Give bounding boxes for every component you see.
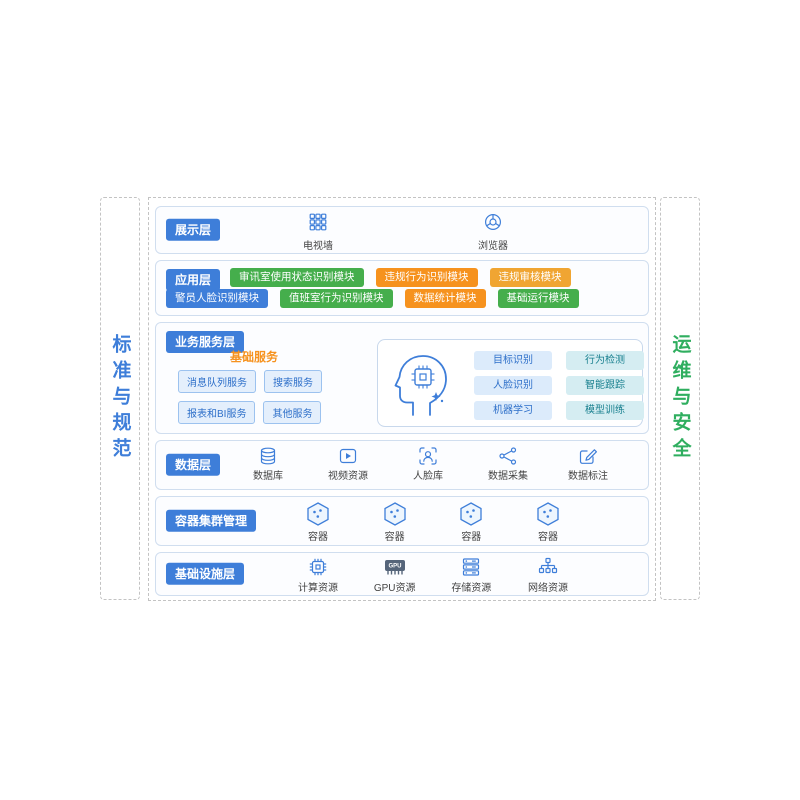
basic-services-grid: 消息队列服务 搜索服务 报表和BI服务 其他服务 — [178, 370, 356, 424]
gpu-icon: GPU — [384, 560, 405, 575]
container-item-label: 容器 — [308, 532, 328, 543]
layer-application: 应用层 审讯室使用状态识别模块 违规行为识别模块 违规审核模块 警员人脸识别模块… — [155, 260, 649, 316]
data-item-label: 人脸库 — [413, 471, 443, 482]
face-library-icon — [419, 447, 437, 465]
container-item: 容器 — [363, 501, 427, 543]
module-chip: 基础运行模块 — [497, 288, 579, 308]
data-collect-icon — [499, 447, 517, 465]
application-modules: 审讯室使用状态识别模块 违规行为识别模块 违规审核模块 警员人脸识别模块 值班室… — [166, 268, 640, 308]
module-chip: 数据统计模块 — [404, 288, 486, 308]
application-row: 警员人脸识别模块 值班室行为识别模块 数据统计模块 基础运行模块 — [166, 288, 640, 308]
pillar-operations-security-label: 运维与安全 — [669, 333, 691, 464]
layer-container-cluster: 容器集群管理 容器 容器 — [155, 496, 649, 546]
module-chip: 违规行为识别模块 — [375, 268, 478, 288]
infrastructure-item: 计算资源 — [286, 556, 350, 594]
browser-icon — [484, 213, 502, 231]
basic-services-title: 基础服务 — [230, 350, 279, 364]
layer-presentation-badge: 展示层 — [166, 218, 221, 242]
data-items: 数据库 视频资源 — [236, 446, 620, 482]
layer-business-services: 业务服务层 基础服务 消息队列服务 搜索服务 报表和BI服务 其他服务 — [155, 322, 649, 434]
layer-container-badge: 容器集群管理 — [166, 509, 257, 533]
video-icon — [339, 448, 357, 464]
storage-icon — [463, 558, 480, 576]
layer-business-badge: 业务服务层 — [166, 331, 245, 354]
svg-text:GPU: GPU — [388, 564, 401, 570]
container-item: 容器 — [439, 501, 503, 543]
data-annotate-icon — [579, 449, 597, 464]
container-item: 容器 — [516, 501, 580, 543]
layer-application-badge: 应用层 — [166, 269, 221, 292]
pillar-standards-label: 标准与规范 — [109, 333, 131, 464]
database-icon — [260, 447, 276, 465]
container-hexagon-icon — [384, 502, 406, 526]
layer-data: 数据层 数据库 — [155, 440, 649, 490]
infrastructure-items: 计算资源 GPU GPU资源 — [286, 556, 580, 594]
ai-chip: 机器学习 — [474, 401, 552, 420]
presentation-item: 电视墙 — [286, 213, 350, 252]
data-item-label: 数据库 — [253, 471, 283, 482]
infrastructure-item: 存储资源 — [439, 556, 503, 594]
presentation-item: 浏览器 — [461, 213, 525, 252]
infrastructure-item-label: 网络资源 — [527, 583, 568, 594]
module-chip: 值班室行为识别模块 — [280, 288, 393, 308]
ai-capabilities-grid: 目标识别 行为检测 人脸识别 智能跟踪 机器学习 模型训练 — [474, 351, 644, 420]
layer-presentation: 展示层 电视墙 — [155, 206, 649, 254]
module-chip: 违规审核模块 — [489, 268, 571, 288]
data-item: 数据标注 — [556, 446, 620, 482]
ai-chip: 人脸识别 — [474, 376, 552, 395]
layer-infrastructure-badge: 基础设施层 — [166, 562, 245, 586]
ai-capabilities-box: 目标识别 行为检测 人脸识别 智能跟踪 机器学习 模型训练 — [377, 339, 644, 427]
application-row: 审讯室使用状态识别模块 违规行为识别模块 违规审核模块 — [230, 268, 640, 288]
data-item: 数据库 — [236, 446, 300, 482]
infrastructure-item-label: 计算资源 — [298, 583, 338, 594]
layer-infrastructure: 基础设施层 计算资源 — [155, 552, 649, 596]
data-item: 人脸库 — [396, 446, 460, 482]
container-item-label: 容器 — [384, 532, 405, 543]
container-items: 容器 容器 容器 — [286, 501, 580, 543]
presentation-item-label: 浏览器 — [478, 241, 508, 252]
container-hexagon-icon — [537, 502, 559, 526]
ai-chip: 行为检测 — [566, 351, 644, 370]
service-chip: 消息队列服务 — [178, 370, 256, 393]
ai-chip: 智能跟踪 — [566, 376, 644, 395]
layer-stack: 展示层 电视墙 — [148, 197, 656, 601]
pillar-standards: 标准与规范 — [100, 197, 140, 600]
module-chip: 审讯室使用状态识别模块 — [230, 268, 364, 288]
infrastructure-item: 网络资源 — [516, 556, 580, 594]
service-chip: 搜索服务 — [264, 370, 322, 393]
tv-wall-icon — [309, 213, 327, 231]
ai-chip: 模型训练 — [566, 401, 644, 420]
data-item-label: 视频资源 — [328, 471, 368, 482]
network-icon — [538, 557, 558, 574]
infrastructure-item: GPU GPU资源 — [363, 556, 427, 594]
data-item-label: 数据采集 — [488, 471, 528, 482]
module-chip: 警员人脸识别模块 — [166, 288, 268, 308]
data-item: 视频资源 — [316, 446, 380, 482]
pillar-operations-security: 运维与安全 — [660, 197, 700, 600]
cpu-icon — [309, 558, 327, 576]
service-chip: 其他服务 — [263, 401, 322, 424]
infrastructure-item-label: 存储资源 — [451, 583, 492, 594]
data-item-label: 数据标注 — [568, 471, 608, 482]
container-item-label: 容器 — [537, 532, 558, 543]
container-hexagon-icon — [460, 502, 482, 526]
infrastructure-item-label: GPU资源 — [373, 583, 416, 594]
data-item: 数据采集 — [476, 446, 540, 482]
container-item: 容器 — [286, 501, 350, 543]
ai-chip: 目标识别 — [474, 351, 552, 370]
container-item-label: 容器 — [461, 532, 482, 543]
service-chip: 报表和BI服务 — [178, 401, 256, 424]
layer-data-badge: 数据层 — [166, 453, 221, 477]
presentation-item-label: 电视墙 — [303, 241, 333, 252]
container-hexagon-icon — [307, 502, 329, 526]
ai-head-icon — [394, 355, 447, 416]
